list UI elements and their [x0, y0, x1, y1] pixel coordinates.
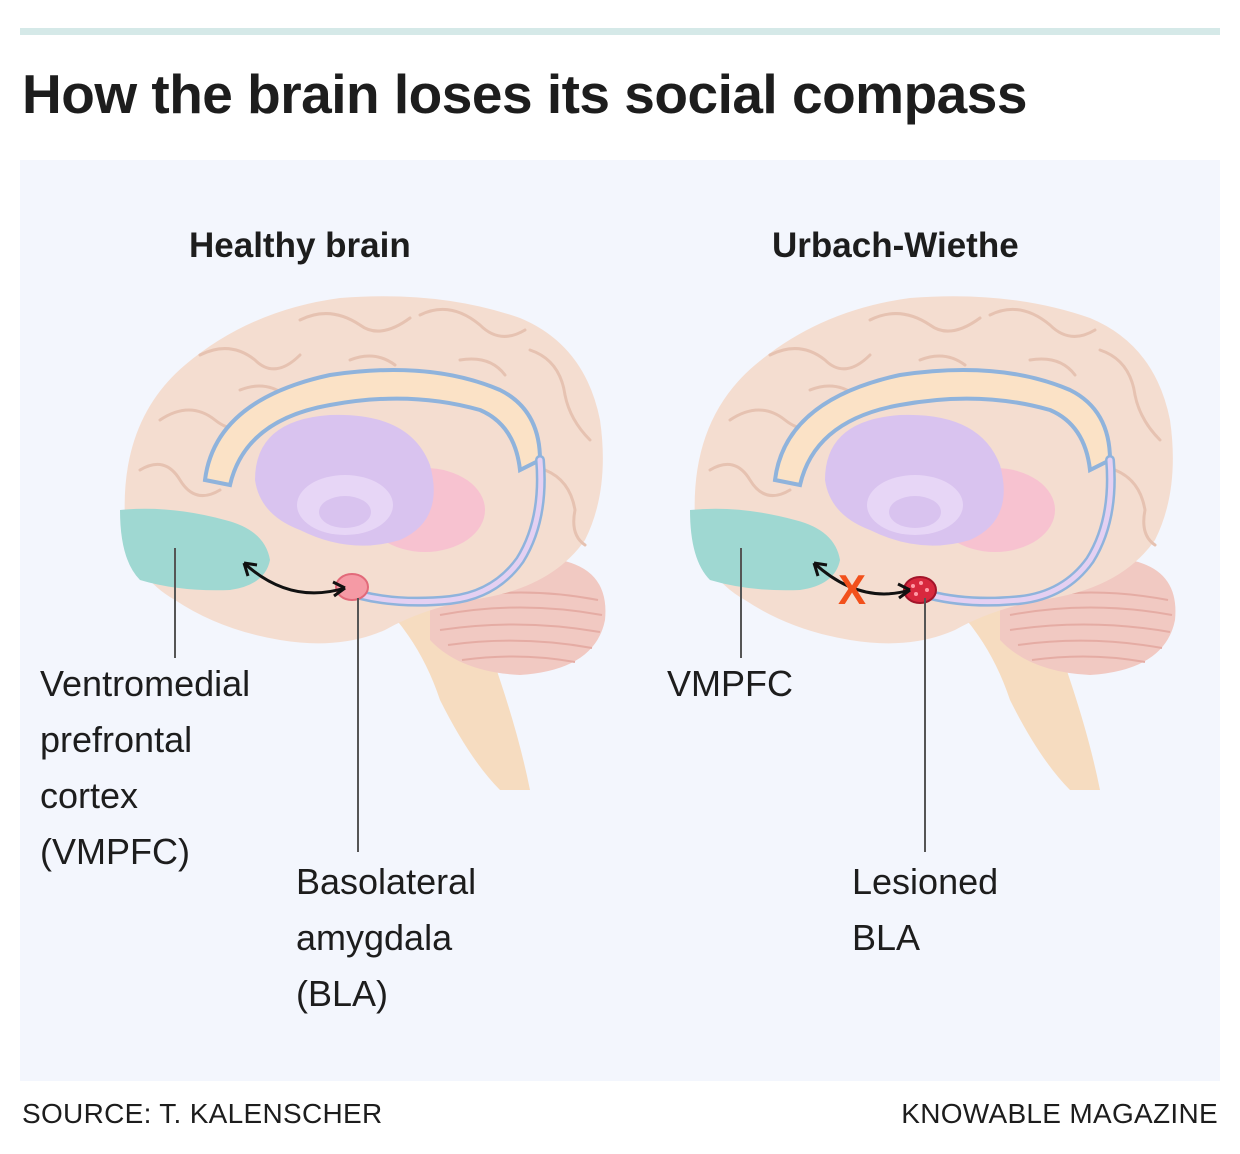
- panel-title-healthy: Healthy brain: [189, 226, 411, 265]
- lesion-dots: [911, 581, 929, 596]
- vmpfc-region: [120, 508, 270, 591]
- cerebellum-folds: [439, 591, 603, 663]
- healthy-brain: [120, 296, 606, 852]
- blocked-connection-marker: X: [838, 566, 867, 613]
- label-vmpfc-full: Ventromedial prefrontal cortex (VMPFC): [40, 663, 251, 872]
- cortex-gyri: [138, 307, 592, 547]
- publisher-credit: KNOWABLE MAGAZINE: [901, 1098, 1218, 1129]
- connection-arrow: [242, 561, 346, 595]
- panel-title-urbach-wiethe: Urbach-Wiethe: [772, 226, 1019, 265]
- bla-lesioned: [903, 576, 937, 604]
- vmpfc-region: [690, 508, 840, 591]
- top-rule: [20, 28, 1220, 35]
- brainstem: [378, 580, 530, 790]
- bla-healthy: [335, 573, 369, 601]
- connection-arrow: [812, 561, 911, 596]
- label-bla-full: Basolateral amygdala (BLA): [296, 861, 477, 1014]
- label-vmpfc-short: VMPFC: [667, 663, 793, 704]
- brainstem: [948, 580, 1100, 790]
- page-title: How the brain loses its social compass: [22, 63, 1027, 125]
- source-credit: SOURCE: T. KALENSCHER: [22, 1098, 383, 1129]
- urbach-wiethe-brain: [690, 296, 1176, 852]
- label-lesioned-bla: Lesioned BLA: [852, 861, 999, 958]
